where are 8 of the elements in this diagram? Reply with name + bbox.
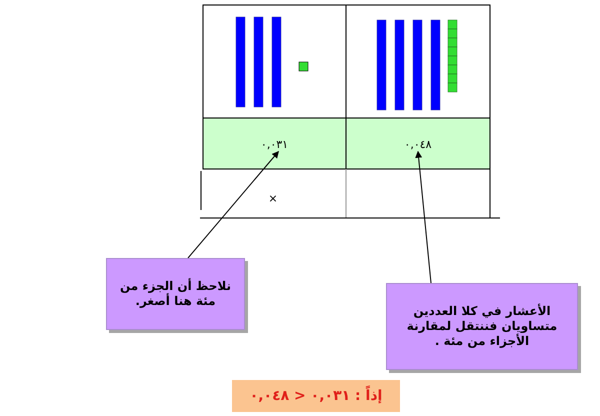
callout-box: نلاحظ أن الجزء من مئة هنا أصغر. [106, 258, 245, 330]
result-box: إذاً : ٠,٠٣١ < ٠,٠٤٨ [232, 380, 400, 412]
cell-number: ٠,٠٤٨ [402, 136, 434, 152]
cell-number: ٠,٠٣١ [258, 136, 290, 152]
arrow [188, 150, 279, 258]
multiplication-sign: × [268, 192, 278, 204]
callout-box: الأعشار في كلا العددين متساويان فننتقل لمقارنة الأجزاء من مئة . [386, 283, 578, 370]
arrow [415, 150, 432, 284]
